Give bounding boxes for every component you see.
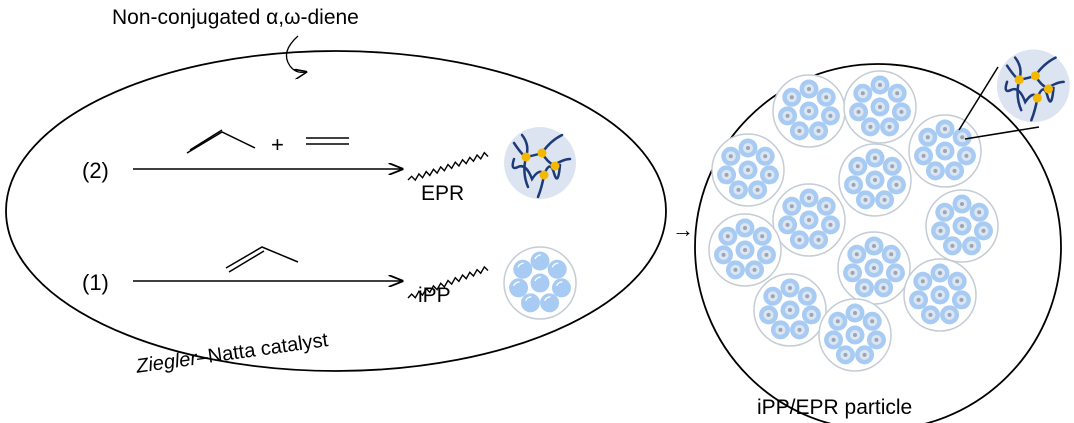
inset-network-sphere (995, 48, 1071, 124)
ipp-bead (540, 293, 560, 313)
propylene-icon (186, 131, 256, 154)
diene-arrow (285, 35, 306, 72)
cluster (772, 183, 846, 257)
cluster (903, 258, 977, 332)
zoom-inset-lines (958, 66, 1040, 140)
epr-network-sphere (502, 125, 578, 201)
cluster (711, 133, 785, 207)
cluster (925, 189, 999, 263)
particle-clusters (708, 70, 999, 372)
cluster (753, 273, 827, 347)
ipp-bead (513, 259, 533, 279)
ipp-bead (530, 251, 550, 271)
cluster (908, 114, 982, 188)
diene-label: Non-conjugated α,ω-diene (112, 6, 359, 29)
ipp-bead (509, 278, 529, 298)
ethylene-icon (306, 137, 349, 145)
cluster (772, 74, 846, 148)
ipp-label: iPP (418, 284, 451, 307)
propylene-icon-2 (225, 246, 299, 273)
cluster (708, 213, 782, 287)
ipp-bead (530, 273, 550, 293)
particle-label: iPP/EPR particle (757, 396, 912, 419)
cluster (843, 70, 917, 144)
ipp-bead (547, 259, 567, 279)
plus-sign: + (271, 132, 284, 157)
transition-arrow: → (672, 217, 694, 242)
particle-outline (694, 63, 1062, 423)
cluster (838, 143, 912, 217)
catalyst-ellipse (5, 50, 667, 372)
ipp-chain-icon (407, 265, 489, 299)
epr-label: EPR (421, 182, 464, 205)
epr-chain-icon (407, 151, 489, 182)
ipp-sphere (503, 246, 577, 320)
cluster (837, 231, 911, 305)
ipp-bead (520, 293, 540, 313)
cluster (818, 298, 892, 372)
ipp-bead (551, 278, 571, 298)
step-1-label: (1) (82, 270, 109, 295)
step-2-label: (2) (82, 158, 109, 183)
